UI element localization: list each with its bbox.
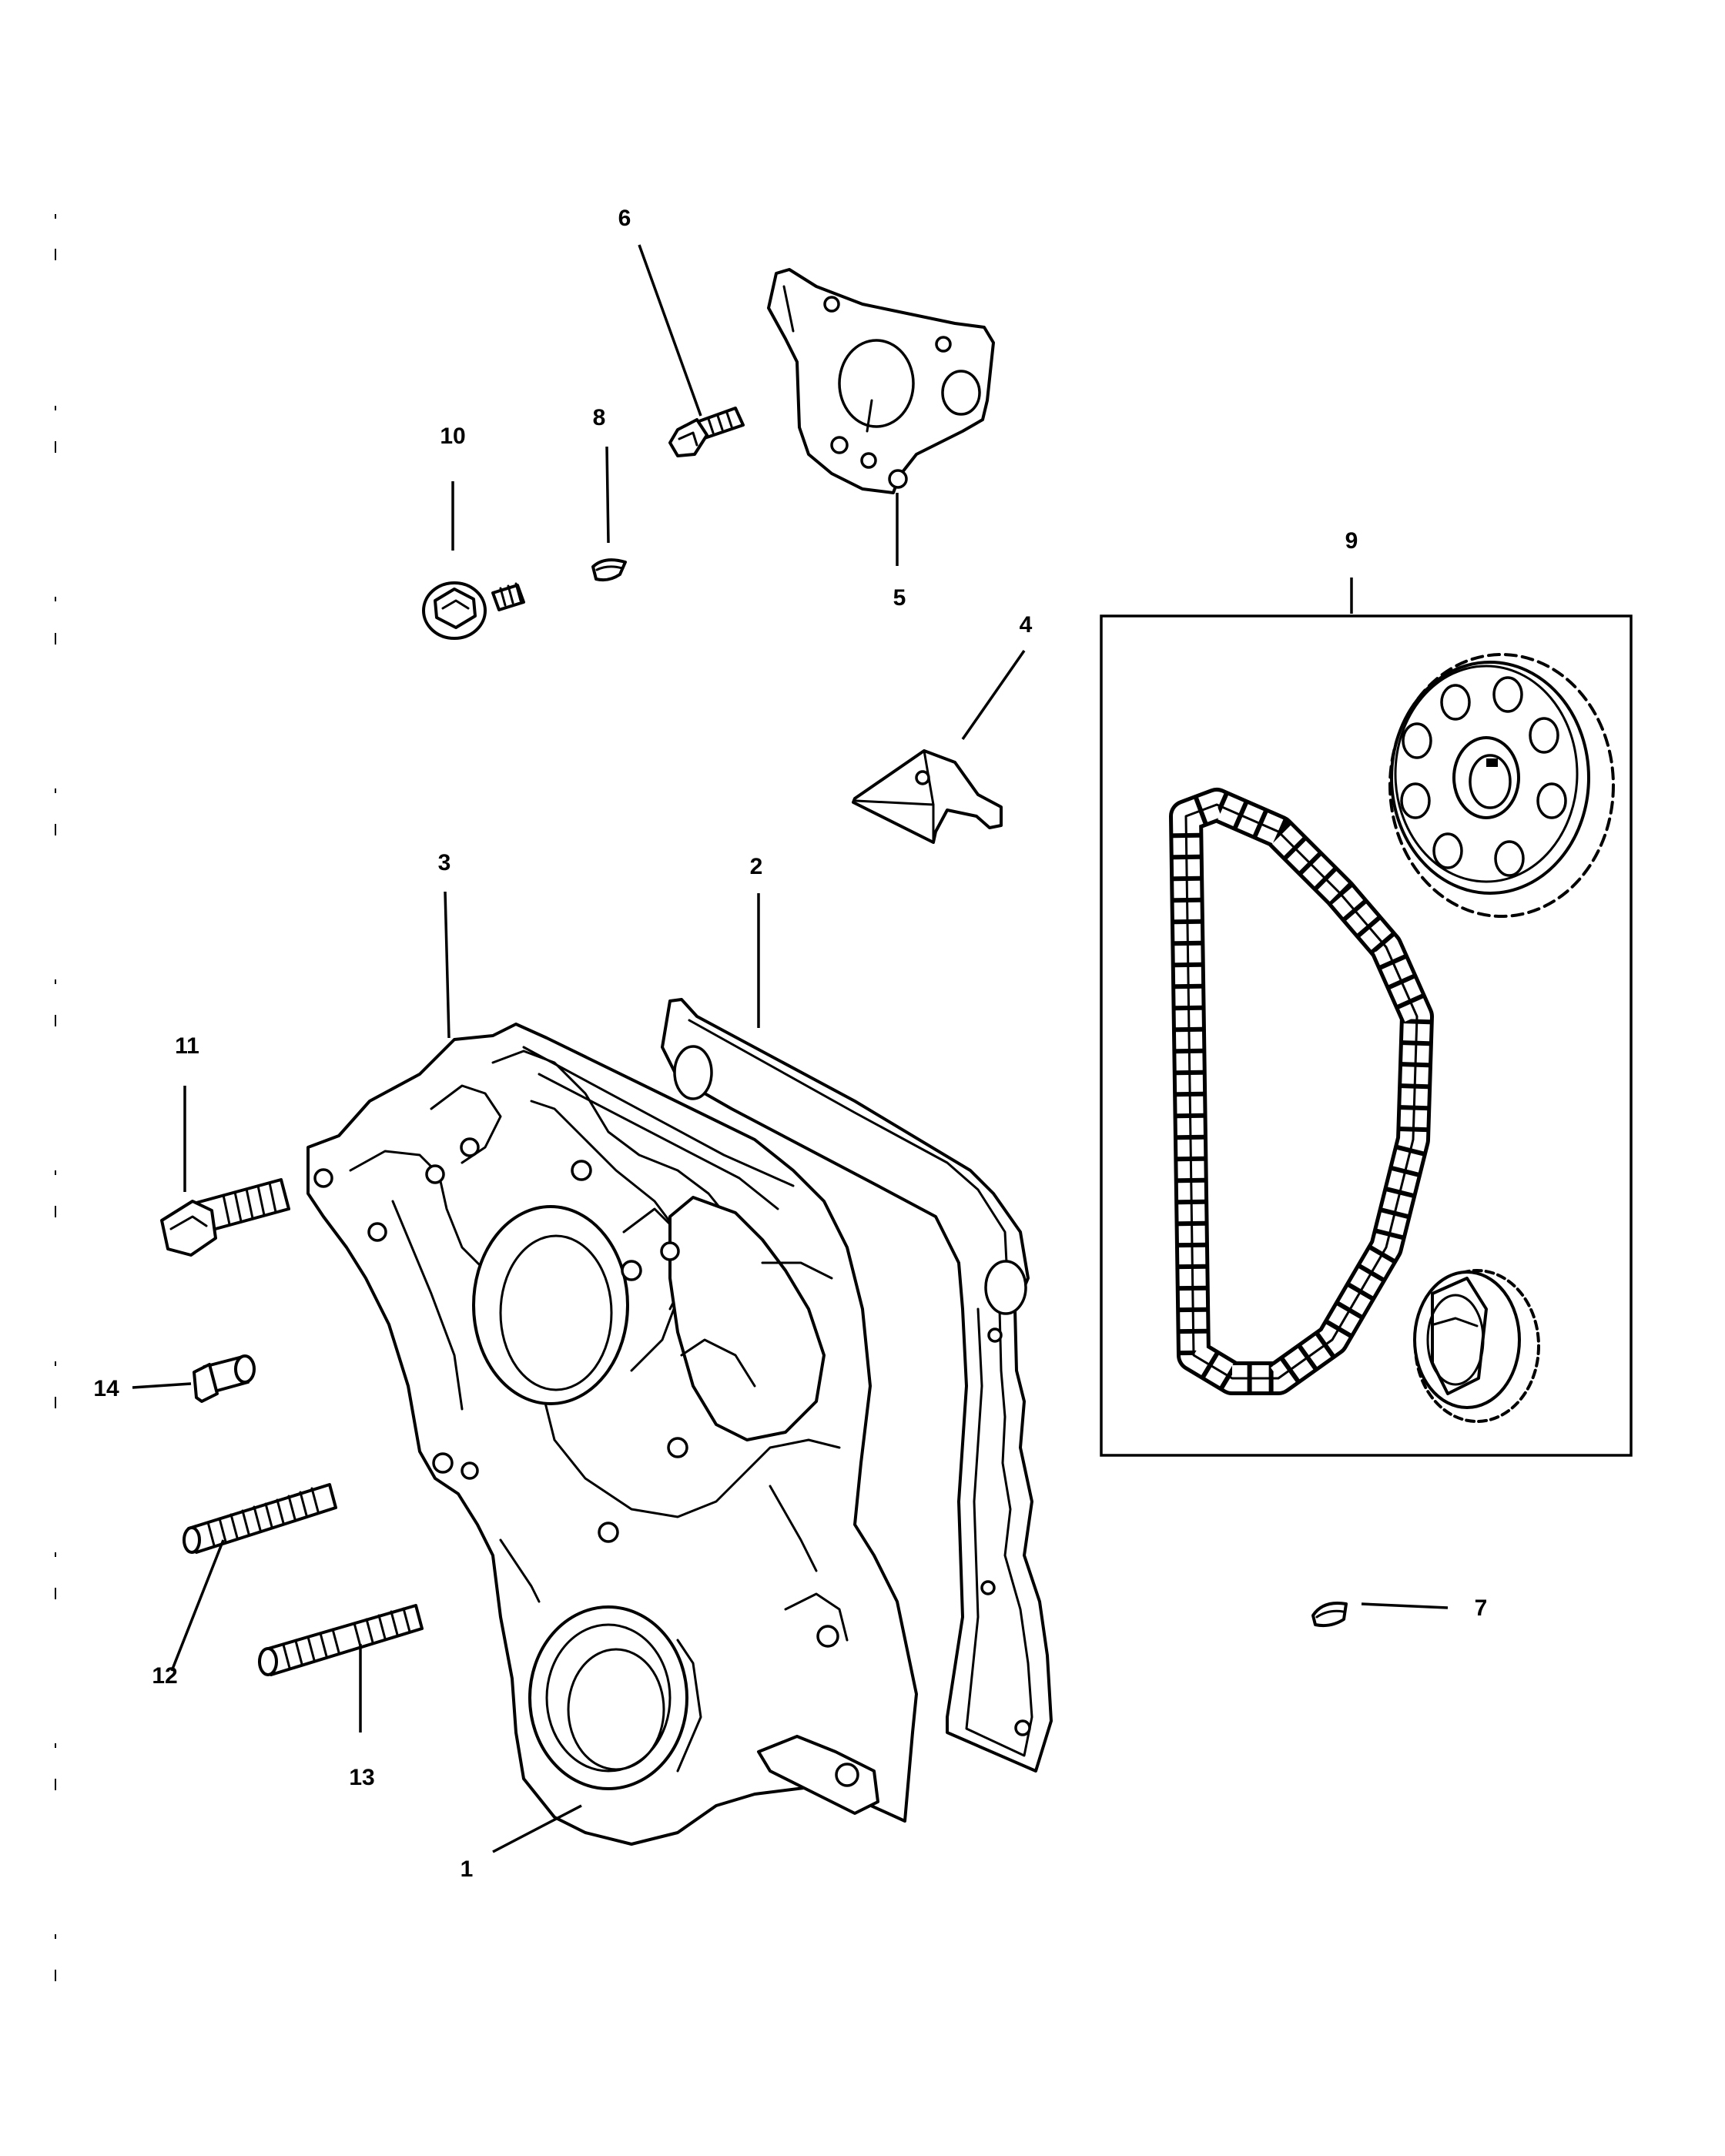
bolt-part-10	[422, 581, 525, 640]
callout-1: 1	[461, 1856, 474, 1882]
stud-part-12	[183, 1483, 337, 1554]
callout-7: 7	[1475, 1595, 1488, 1621]
screw-part-6	[668, 407, 745, 457]
callout-6: 6	[618, 206, 631, 231]
plug-part-14	[193, 1354, 256, 1403]
bolt-part-11	[160, 1178, 290, 1257]
callout-11: 11	[175, 1033, 199, 1059]
callout-4: 4	[1020, 612, 1033, 638]
key-part-7	[1311, 1602, 1348, 1628]
callout-14: 14	[93, 1376, 119, 1401]
crankshaft-sprocket	[1413, 1269, 1540, 1423]
callout-12: 12	[152, 1663, 177, 1689]
bracket-part-4	[852, 749, 1003, 844]
callout-3: 3	[438, 850, 451, 875]
gasket-part-2	[661, 998, 1053, 1773]
callout-5: 5	[893, 585, 906, 611]
callout-10: 10	[440, 424, 465, 449]
timing-cover-part-1	[306, 1023, 918, 1846]
callout-13: 13	[349, 1765, 374, 1790]
callout-9: 9	[1345, 528, 1358, 554]
plate-part-5	[767, 268, 995, 494]
timing-set-box-part-9	[1100, 614, 1633, 1457]
callout-2: 2	[750, 854, 763, 879]
key-part-8	[591, 558, 627, 582]
camshaft-sprocket	[1388, 653, 1615, 918]
callout-8: 8	[593, 405, 606, 430]
leader-lines	[132, 244, 1449, 1853]
stud-part-13	[258, 1604, 424, 1676]
callout-labels: 6 8 10 5 4 9 3 2 11 14 7 12 13 1	[93, 206, 1487, 1882]
timing-chain	[1169, 788, 1434, 1395]
